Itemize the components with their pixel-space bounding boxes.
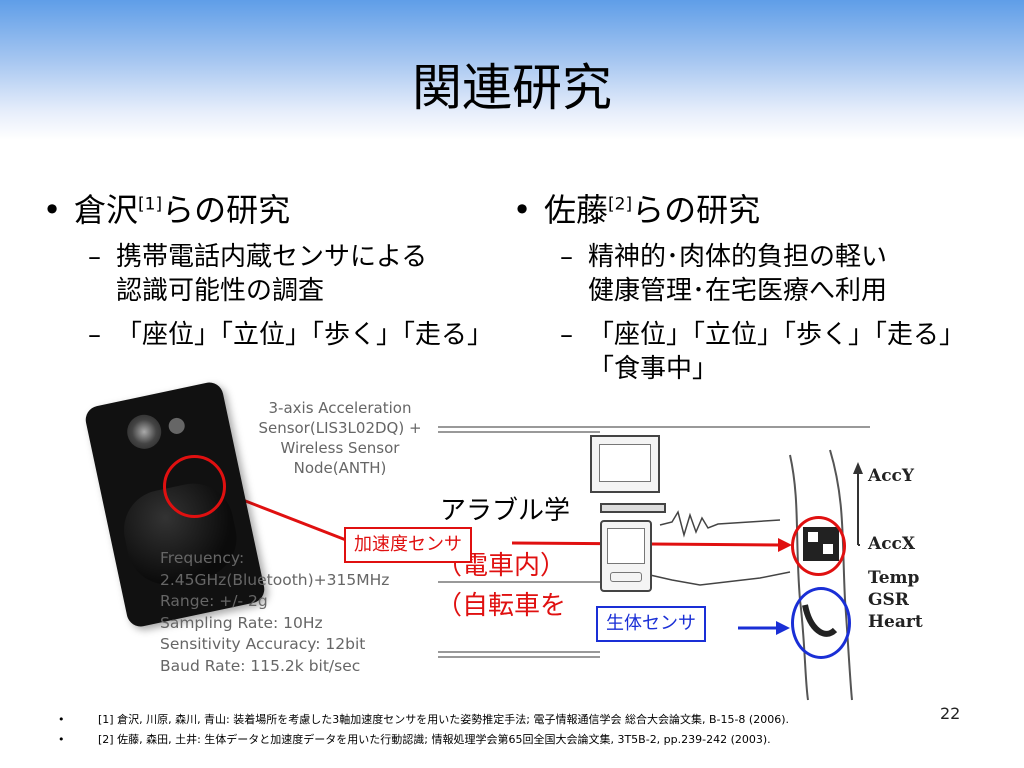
right-heading-text: 佐藤[2]らの研究 (544, 191, 761, 229)
bio-sensor-label: 生体センサ (596, 606, 706, 642)
devices-figure (570, 425, 870, 675)
left-column: • 倉沢[1]らの研究 – 携帯電話内蔵センサによる 認識可能性の調査 – 「座… (30, 190, 530, 352)
bullet-icon: • (58, 733, 65, 746)
computer-monitor-icon (590, 435, 660, 493)
wrist-bio-highlight (791, 587, 851, 659)
wrist-accel-highlight (791, 516, 846, 576)
dash-icon: – (560, 320, 573, 350)
right-sub-item-2: – 「座位」「立位」「歩く」「走る」 「食事中」 (560, 320, 966, 384)
sensor-spec-top: 3-axis Acceleration Sensor(LIS3L02DQ) + … (258, 399, 422, 477)
keyboard-icon (600, 503, 666, 513)
page-number: 22 (940, 704, 961, 723)
left-heading: • 倉沢[1]らの研究 (30, 190, 530, 230)
right-sub-item-1: – 精神的･肉体的負担の軽い 健康管理･在宅医療へ利用 (560, 242, 888, 306)
left-sub-item-2: – 「座位」「立位」「歩く」「走る」 (88, 320, 494, 350)
bullet-icon: • (58, 713, 65, 726)
reference-marker: [2] (608, 194, 633, 215)
left-sub-item-1: – 携帯電話内蔵センサによる 認識可能性の調査 (88, 242, 428, 306)
slide-title: 関連研究 (412, 59, 612, 117)
center-text-line-3: （自転車を (436, 591, 567, 621)
reference-item-1: • [1] 倉沢, 川原, 森川, 青山: 装着場所を考慮した3軸加速度センサを… (58, 710, 998, 730)
label-accx: AccX (868, 534, 916, 554)
bullet-icon: • (42, 191, 62, 229)
bullet-icon: • (512, 191, 532, 229)
label-temp: Temp (868, 568, 920, 588)
dash-icon: – (88, 242, 101, 272)
sensor-spec-bottom: Frequency: 2.45GHz(Bluetooth)+315MHz Ran… (160, 549, 390, 675)
phone-sensor-highlight (163, 455, 226, 518)
references: • [1] 倉沢, 川原, 森川, 青山: 装着場所を考慮した3軸加速度センサを… (58, 710, 998, 750)
title-bar-background (0, 0, 1024, 140)
accel-sensor-label: 加速度センサ (344, 527, 472, 563)
label-accy: AccY (868, 466, 915, 486)
pda-icon (600, 520, 652, 592)
right-sub-list: – 精神的･肉体的負担の軽い 健康管理･在宅医療へ利用 – 「座位」「立位」「歩… (500, 240, 1015, 386)
reference-marker: [1] (138, 194, 163, 215)
right-column: • 佐藤[2]らの研究 – 精神的･肉体的負担の軽い 健康管理･在宅医療へ利用 … (500, 190, 1015, 386)
camera-flash-icon (167, 416, 187, 436)
dash-icon: – (88, 320, 101, 350)
camera-lens-icon (124, 411, 165, 452)
phone-figure: 3-axis Acceleration Sensor(LIS3L02DQ) + … (83, 379, 440, 680)
left-heading-text: 倉沢[1]らの研究 (74, 191, 291, 229)
left-sub-list: – 携帯電話内蔵センサによる 認識可能性の調査 – 「座位」「立位」「歩く」「走… (30, 240, 530, 352)
dash-icon: – (560, 242, 573, 272)
center-text-line-1: アラブル学 (440, 496, 571, 526)
reference-item-2: • [2] 佐藤, 森田, 土井: 生体データと加速度データを用いた行動認識; … (58, 730, 998, 750)
label-heart: Heart (868, 612, 923, 632)
label-gsr: GSR (868, 590, 909, 610)
right-heading: • 佐藤[2]らの研究 (500, 190, 1015, 230)
